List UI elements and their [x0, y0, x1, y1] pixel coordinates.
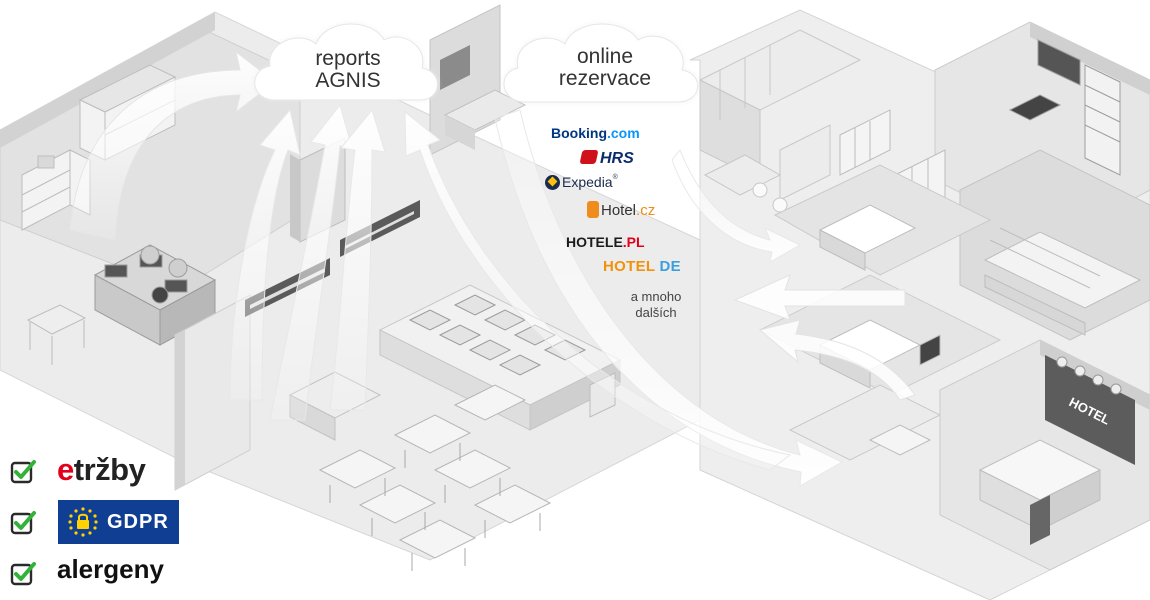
dining-tables — [318, 384, 552, 559]
expedia-globe-icon — [545, 175, 560, 190]
reports-label-line1: reports — [315, 47, 381, 70]
etrzby-logo: etržby — [57, 452, 146, 487]
kitchen-stoves — [93, 244, 217, 346]
compliance-badges: etržby — [10, 449, 210, 599]
luggage — [1030, 495, 1050, 545]
eu-stars-icon — [68, 507, 98, 537]
online-label-line1: online — [576, 45, 634, 68]
expedia-logo: Expedia® — [545, 174, 618, 190]
online-rezervace-label: online rezervace — [520, 46, 690, 90]
hrs-logo: HRS — [579, 150, 634, 168]
buffet-counter — [378, 284, 622, 431]
gym-equipment — [1008, 39, 1121, 176]
booking-logo: Booking.com — [551, 125, 640, 141]
arrow-icon — [758, 319, 916, 401]
hotel-cz-logo: Hotel.cz — [587, 201, 655, 219]
middle-building — [429, 4, 527, 156]
check-icon — [10, 562, 36, 586]
hotel-cz-bag-icon — [587, 201, 599, 218]
reports-agnis-label: reports AGNIS — [268, 48, 428, 92]
data-flow-arrows — [69, 50, 916, 487]
hotele-pl-logo: HOTELE.PL — [566, 234, 645, 250]
restrooms — [698, 29, 862, 213]
check-icon — [10, 511, 36, 535]
sauna-benches — [983, 227, 1142, 336]
cloud-icon — [503, 23, 699, 103]
hrs-mark-icon — [579, 150, 599, 164]
online-label-line2: rezervace — [558, 67, 652, 90]
gdpr-logo: GDPR — [58, 500, 179, 544]
reports-label-line2: AGNIS — [315, 69, 381, 92]
prep-table — [26, 304, 87, 365]
hotel-bed — [818, 204, 917, 271]
cloud-icon — [254, 23, 439, 101]
lock-icon — [77, 513, 89, 529]
alergeny-label: alergeny — [57, 554, 164, 584]
hotel-de-logo: HOTEL DE — [603, 258, 681, 275]
arrow-icon — [404, 110, 792, 471]
reception-desk — [978, 439, 1102, 531]
badge-alergeny: alergeny — [10, 553, 210, 597]
arrow-icon — [671, 149, 802, 263]
badge-gdpr: GDPR — [10, 500, 210, 544]
check-icon — [10, 460, 36, 484]
arrow-icon — [733, 274, 906, 321]
hotel-sign-wall: HOTEL — [1045, 355, 1135, 465]
badge-etrzby: etržby — [10, 449, 210, 493]
arrow-icon — [494, 109, 844, 487]
arrow-icon — [329, 108, 386, 411]
arrow-icon — [229, 108, 301, 401]
gdpr-label: GDPR — [107, 511, 169, 533]
hotel-building: HOTEL — [689, 9, 1150, 600]
arrow-icon — [269, 103, 353, 421]
